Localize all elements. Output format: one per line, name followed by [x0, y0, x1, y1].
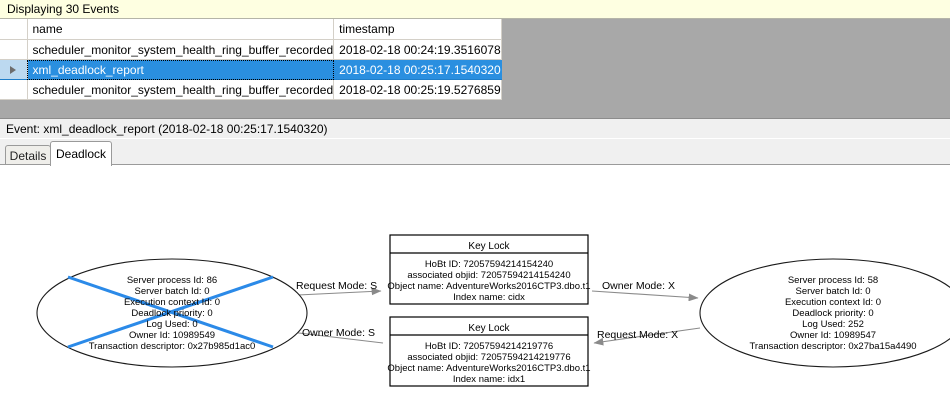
process-left-line-6: Transaction descriptor: 0x27b985d1ac0	[89, 341, 256, 352]
edge-left-owner-label: Owner Mode: S	[302, 327, 375, 339]
cell-name[interactable]: scheduler_monitor_system_health_ring_buf…	[27, 39, 335, 60]
detail-tabstrip: Details Deadlock	[0, 139, 950, 166]
events-count-banner: Displaying 30 Events	[0, 0, 950, 19]
cell-timestamp[interactable]: 2018-02-18 00:25:17.1540320	[333, 59, 502, 80]
process-node-left[interactable]: Server process Id: 86 Server batch Id: 0…	[36, 258, 308, 368]
process-right-line-5: Owner Id: 10989547	[790, 330, 876, 341]
events-count-label: Displaying 30 Events	[7, 2, 120, 16]
process-left-line-4: Log Used: 0	[146, 319, 197, 330]
tab-details-label: Details	[9, 148, 47, 163]
events-grid[interactable]: name timestamp scheduler_monitor_system_…	[0, 19, 502, 100]
table-header-row: name timestamp	[0, 19, 502, 40]
edge-left-owner[interactable]: Owner Mode: S	[281, 327, 384, 344]
process-right-line-2: Execution context Id: 0	[785, 297, 881, 308]
column-header-timestamp[interactable]: timestamp	[333, 19, 502, 40]
table-row[interactable]: scheduler_monitor_system_health_ring_buf…	[0, 79, 502, 100]
keylock-bottom-line-0: HoBt ID: 72057594214219776	[425, 341, 553, 352]
process-right-line-3: Deadlock priority: 0	[792, 308, 873, 319]
keylock-top-line-3: Index name: cidx	[453, 292, 525, 303]
keylock-bottom-title: Key Lock	[468, 323, 510, 334]
event-detail-title: Event: xml_deadlock_report (2018-02-18 0…	[6, 121, 328, 136]
process-left-line-5: Owner Id: 10989549	[129, 330, 215, 341]
cell-timestamp[interactable]: 2018-02-18 00:24:19.3516078	[333, 39, 502, 60]
edge-right-owner[interactable]: Owner Mode: X	[591, 280, 699, 302]
column-header-name[interactable]: name	[27, 19, 335, 40]
cell-timestamp[interactable]: 2018-02-18 00:25:19.5276859	[333, 79, 502, 100]
edge-left-request-label: Request Mode: S	[296, 280, 377, 292]
tab-deadlock[interactable]: Deadlock	[50, 141, 112, 166]
column-header-selector[interactable]	[0, 19, 28, 40]
process-node-right[interactable]: Server process Id: 58 Server batch Id: 0…	[699, 258, 950, 368]
process-right-line-6: Transaction descriptor: 0x27ba15a4490	[749, 341, 916, 352]
current-row-arrow-icon	[10, 66, 17, 75]
keylock-top-title: Key Lock	[468, 241, 510, 252]
deadlock-graph-panel[interactable]: Request Mode: S Owner Mode: X Owner Mode…	[0, 164, 950, 400]
tab-details[interactable]: Details	[5, 145, 51, 165]
row-selector-cell[interactable]	[0, 59, 28, 80]
process-left-line-3: Deadlock priority: 0	[131, 308, 212, 319]
process-right-line-0: Server process Id: 58	[788, 275, 878, 286]
edge-right-request[interactable]: Request Mode: X	[593, 327, 701, 346]
keylock-top-line-0: HoBt ID: 72057594214154240	[425, 259, 553, 270]
process-right-line-1: Server batch Id: 0	[796, 286, 871, 297]
process-right-line-4: Log Used: 252	[802, 319, 864, 330]
events-grid-panel[interactable]: name timestamp scheduler_monitor_system_…	[0, 19, 950, 118]
edge-right-request-label: Request Mode: X	[597, 329, 678, 341]
victim-cross-line	[67, 275, 274, 349]
keylock-bottom-line-1: associated objid: 72057594214219776	[407, 352, 570, 363]
row-selector-cell[interactable]	[0, 79, 28, 100]
table-row[interactable]: scheduler_monitor_system_health_ring_buf…	[0, 39, 502, 60]
event-detail-header: Event: xml_deadlock_report (2018-02-18 0…	[0, 118, 950, 138]
row-selector-cell[interactable]	[0, 39, 28, 60]
cell-name[interactable]: xml_deadlock_report	[27, 59, 335, 80]
table-row-selected[interactable]: xml_deadlock_report 2018-02-18 00:25:17.…	[0, 59, 502, 80]
tab-deadlock-label: Deadlock	[55, 147, 107, 161]
edge-right-owner-label: Owner Mode: X	[602, 280, 675, 292]
resource-node-keylock-top[interactable]: Key Lock HoBt ID: 72057594214154240 asso…	[387, 234, 591, 305]
keylock-top-line-1: associated objid: 72057594214154240	[407, 270, 570, 281]
process-left-line-2: Execution context Id: 0	[124, 297, 220, 308]
resource-node-keylock-bottom[interactable]: Key Lock HoBt ID: 72057594214219776 asso…	[387, 316, 591, 387]
process-left-line-1: Server batch Id: 0	[135, 286, 210, 297]
keylock-top-line-2: Object name: AdventureWorks2016CTP3.dbo.…	[387, 281, 590, 292]
cell-name[interactable]: scheduler_monitor_system_health_ring_buf…	[27, 79, 335, 100]
process-left-line-0: Server process Id: 86	[127, 275, 217, 286]
keylock-bottom-line-3: Index name: idx1	[453, 374, 525, 385]
deadlock-graph-svg[interactable]: Request Mode: S Owner Mode: X Owner Mode…	[0, 165, 950, 400]
keylock-bottom-line-2: Object name: AdventureWorks2016CTP3.dbo.…	[387, 363, 590, 374]
